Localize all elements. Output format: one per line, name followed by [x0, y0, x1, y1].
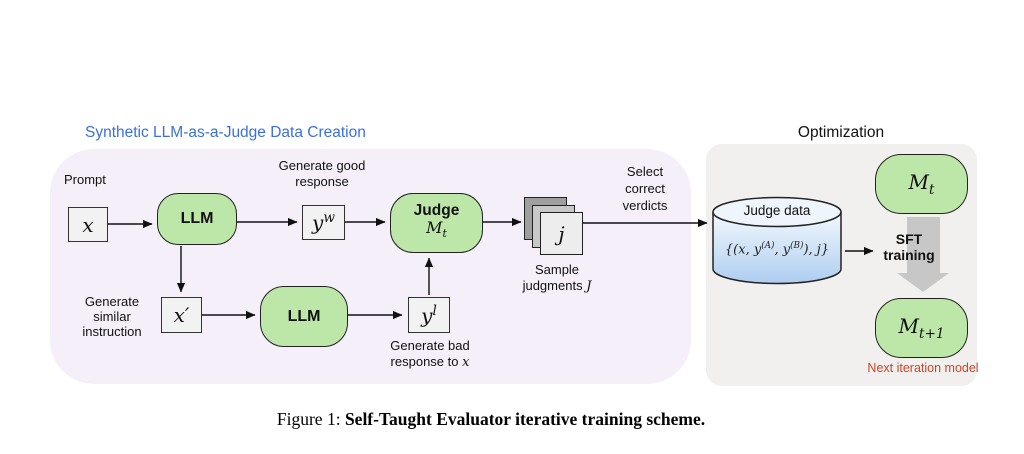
llm2-box: LLM — [260, 286, 348, 347]
judge-data-label: Judge data — [743, 203, 811, 218]
judge-mt-math: Mt — [426, 218, 447, 241]
figure-caption: Figure 1: Self-Taught Evaluator iterativ… — [0, 409, 982, 430]
yl-math: yl — [421, 302, 437, 328]
generate-similar-label: Generate similar instruction — [82, 294, 142, 339]
sample-judgments-label: Sample judgments J — [522, 262, 592, 294]
select-correct-verdicts-label: Select correct verdicts — [622, 164, 668, 213]
left-panel-title: Synthetic LLM-as-a-Judge Data Creation — [85, 124, 366, 141]
generate-bad-label: Generate bad response to x — [390, 338, 470, 370]
mt-box: Mt — [875, 154, 968, 214]
prompt-label: Prompt — [64, 172, 106, 187]
yw-math: yw — [312, 210, 335, 235]
stack-square-front: j — [540, 212, 583, 255]
llm1-label: LLM — [180, 210, 214, 227]
xprime-box: x′ — [161, 297, 202, 333]
generate-good-label: Generate good response — [278, 158, 366, 189]
caption-prefix: Figure 1: — [276, 409, 345, 429]
yl-box: yl — [408, 297, 450, 333]
yw-box: yw — [302, 205, 345, 240]
mt1-box: Mt+1 — [875, 298, 968, 358]
llm1-box: LLM — [157, 193, 237, 245]
x-box: x — [68, 207, 108, 242]
bad-x-math: x — [462, 355, 470, 370]
caption-title: Self-Taught Evaluator iterative training… — [344, 409, 706, 429]
mt-math: Mt — [908, 170, 935, 198]
next-iteration-label: Next iteration model — [867, 361, 979, 375]
judge-label: Judge — [413, 202, 460, 220]
judge-data-formula: {(x, y(A), y(B)), j} — [724, 241, 830, 258]
xprime-math: x′ — [173, 303, 190, 327]
synthetic-data-creation-panel — [50, 149, 691, 384]
sft-training-label: SFT training — [883, 231, 935, 263]
judge-box: Judge Mt — [390, 193, 483, 253]
script-j-symbol: J — [586, 279, 592, 294]
x-math: x — [82, 212, 94, 237]
llm2-label: LLM — [287, 307, 321, 325]
mt1-math: Mt+1 — [898, 314, 945, 342]
j-math: j — [558, 221, 565, 246]
right-panel-title: Optimization — [797, 124, 885, 141]
